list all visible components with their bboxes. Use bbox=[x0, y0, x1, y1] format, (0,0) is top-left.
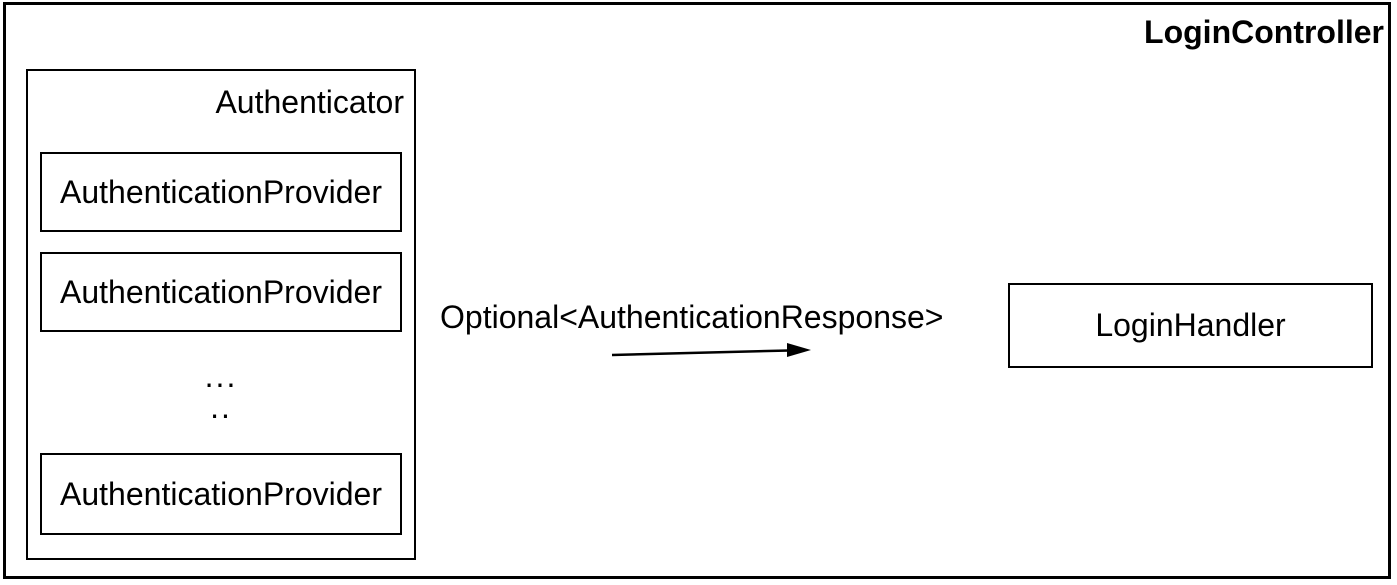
authentication-provider-label-1: AuthenticationProvider bbox=[60, 173, 382, 210]
arrow-label: Optional<AuthenticationResponse> bbox=[440, 299, 944, 335]
authentication-provider-box-1: AuthenticationProvider bbox=[40, 152, 402, 232]
arrow-icon bbox=[611, 343, 811, 357]
authentication-provider-label-3: AuthenticationProvider bbox=[60, 475, 382, 512]
ellipsis-line-2: .. bbox=[210, 389, 232, 425]
authentication-provider-label-2: AuthenticationProvider bbox=[60, 273, 382, 310]
login-handler-label: LoginHandler bbox=[1095, 307, 1286, 343]
authenticator-label: Authenticator bbox=[215, 84, 404, 120]
login-controller-box: LoginController Authenticator Authentica… bbox=[3, 2, 1391, 579]
authentication-provider-box-3: AuthenticationProvider bbox=[40, 453, 402, 535]
authenticator-box: Authenticator AuthenticationProvider Aut… bbox=[26, 69, 416, 560]
ellipsis-line-1: ... bbox=[204, 358, 238, 394]
ellipsis: ... .. bbox=[28, 358, 414, 425]
login-controller-label: LoginController bbox=[1144, 14, 1384, 50]
authentication-provider-box-2: AuthenticationProvider bbox=[40, 252, 402, 332]
login-handler-box: LoginHandler bbox=[1008, 283, 1373, 368]
